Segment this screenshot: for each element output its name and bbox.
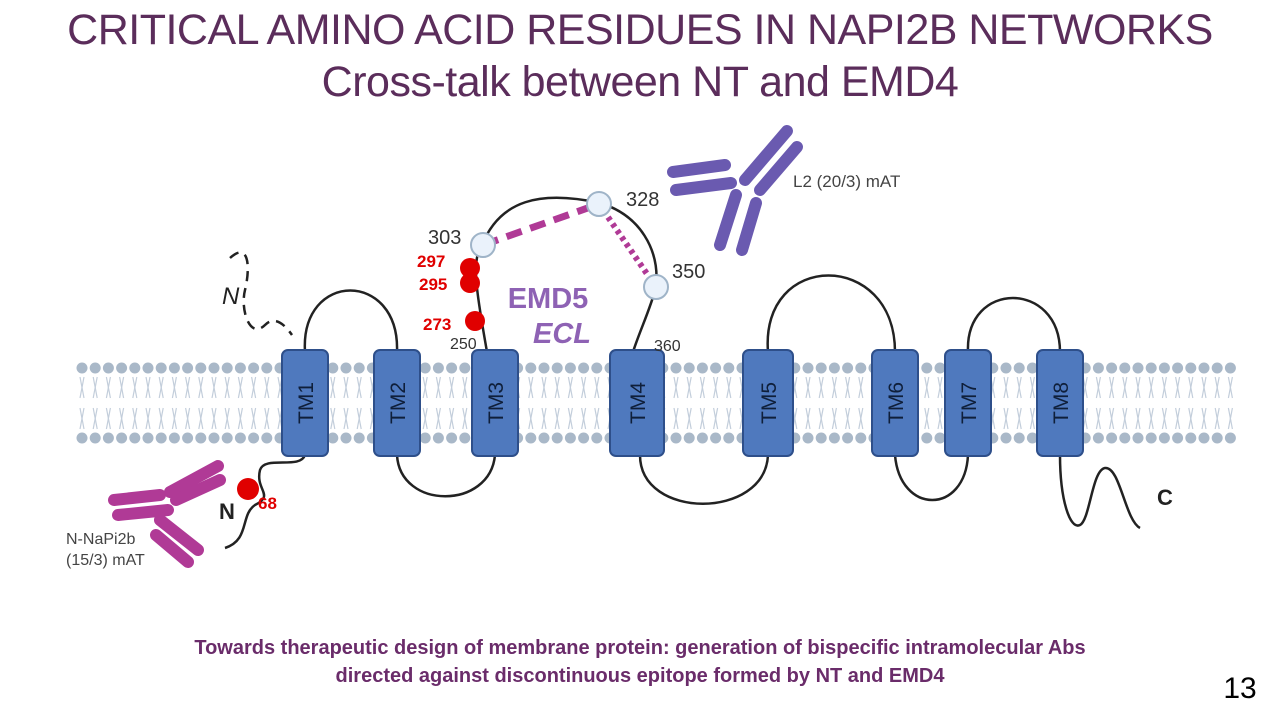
residue-297-label: 297	[417, 252, 445, 271]
residue-273-marker	[465, 311, 485, 331]
tm8-helix: TM8	[1036, 349, 1084, 457]
tm-helices: TM1 TM2 TM3 TM4 TM5 TM6 TM7 TM8	[281, 349, 1084, 457]
residue-350-marker	[643, 274, 669, 300]
tm2-label: TM2	[387, 382, 410, 424]
n-terminus-label: N	[219, 499, 235, 524]
l2-antibody-label: L2 (20/3) mAT	[793, 172, 900, 191]
position-labels: 303 328 350 250 360	[428, 189, 705, 355]
emd5-loop-label: EMD5	[508, 283, 589, 315]
l2-antibody-icon	[667, 125, 803, 256]
residue-297-marker	[460, 258, 480, 278]
tm6-label: TM6	[885, 382, 908, 424]
tm1-helix: TM1	[281, 349, 329, 457]
connector-303-328	[481, 200, 601, 249]
c-terminal-tail	[1058, 454, 1141, 530]
title-line-1: CRITICAL AMINO ACID RESIDUES IN NAPI2B N…	[67, 6, 1213, 54]
connector-328-350	[596, 202, 659, 289]
tm2-helix: TM2	[373, 349, 421, 457]
loop-tm5-tm6	[766, 274, 897, 353]
n-napi2b-antibody-icon	[108, 460, 226, 568]
slide-caption: Towards therapeutic design of membrane p…	[60, 634, 1220, 690]
n-napi2b-antibody-label-line2: (15/3) mAT	[66, 552, 145, 569]
position-250-label: 250	[450, 336, 477, 353]
residue-303-marker	[470, 232, 496, 258]
epitope-residues	[470, 191, 669, 300]
position-328-label: 328	[626, 189, 659, 211]
n-terminal-dashed	[229, 251, 294, 336]
tm4-helix: TM4	[609, 349, 665, 457]
loop-tm7-tm8	[966, 296, 1062, 353]
tm5-label: TM5	[758, 382, 781, 424]
loop-tm1-tm2	[303, 289, 399, 353]
position-350-label: 350	[672, 261, 705, 283]
n-napi2b-antibody-label-line1: N-NaPi2b	[66, 531, 135, 548]
protein-loops	[224, 196, 1141, 550]
tm5-helix: TM5	[742, 349, 794, 457]
position-360-label: 360	[654, 338, 681, 355]
tm6-helix: TM6	[871, 349, 919, 457]
loop-tm2-tm3	[395, 454, 497, 498]
tm7-helix: TM7	[944, 349, 992, 457]
ecl-loop-label: ECL	[533, 318, 591, 350]
residue-328-marker	[586, 191, 612, 217]
residue-295-label: 295	[419, 275, 447, 294]
n-terminal-tail	[224, 454, 307, 550]
epitope-connectors	[481, 200, 659, 289]
position-303-label: 303	[428, 227, 461, 249]
residue-68-marker	[237, 478, 259, 500]
c-terminus-label: C	[1157, 485, 1173, 510]
loop-tm6-tm7	[893, 454, 970, 502]
tm3-label: TM3	[485, 382, 508, 424]
tm8-label: TM8	[1050, 382, 1073, 424]
tm7-label: TM7	[958, 382, 981, 424]
title-line-2: Cross-talk between NT and EMD4	[321, 58, 959, 106]
residue-295-marker	[460, 273, 480, 293]
tm1-label: TM1	[295, 382, 318, 424]
caption-line-2: directed against discontinuous epitope f…	[335, 665, 945, 687]
residue-68-label: 68	[258, 494, 277, 513]
tm4-label: TM4	[627, 382, 650, 424]
critical-residues: 297 295 273 68	[237, 252, 485, 513]
residue-273-label: 273	[423, 315, 451, 334]
loop-tm4-tm5	[638, 454, 770, 505]
slide-number: 13	[1223, 672, 1257, 705]
slide-title: CRITICAL AMINO ACID RESIDUES IN NAPI2B N…	[0, 4, 1280, 108]
n-terminus-dashed-label: N	[222, 283, 240, 310]
tm3-helix: TM3	[471, 349, 519, 457]
caption-line-1: Towards therapeutic design of membrane p…	[194, 637, 1086, 659]
